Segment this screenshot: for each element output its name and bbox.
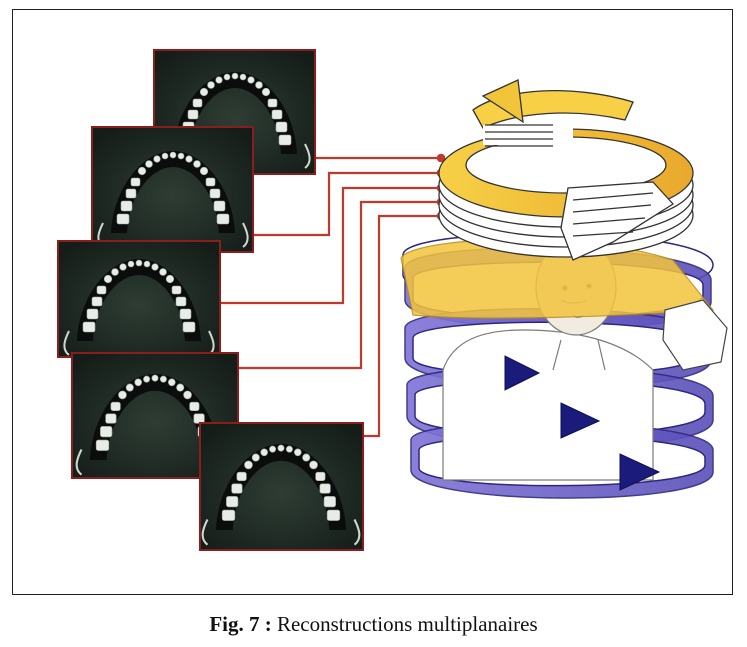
axial-slice-5 <box>199 422 364 551</box>
spiral-arrowheads <box>504 355 661 491</box>
axial-scan-plane <box>400 238 728 371</box>
figure-frame <box>12 9 733 595</box>
figure-label: Fig. 7 : <box>209 612 272 636</box>
multiplanar-reconstruction-illustration <box>57 49 728 551</box>
figure-caption: Fig. 7 : Reconstructions multiplanaires <box>0 612 747 637</box>
axial-slice-3 <box>57 240 221 358</box>
axial-slice-2 <box>91 126 254 253</box>
figure-caption-text: Reconstructions multiplanaires <box>276 612 538 636</box>
multiplanar-ring-stack <box>438 79 694 261</box>
